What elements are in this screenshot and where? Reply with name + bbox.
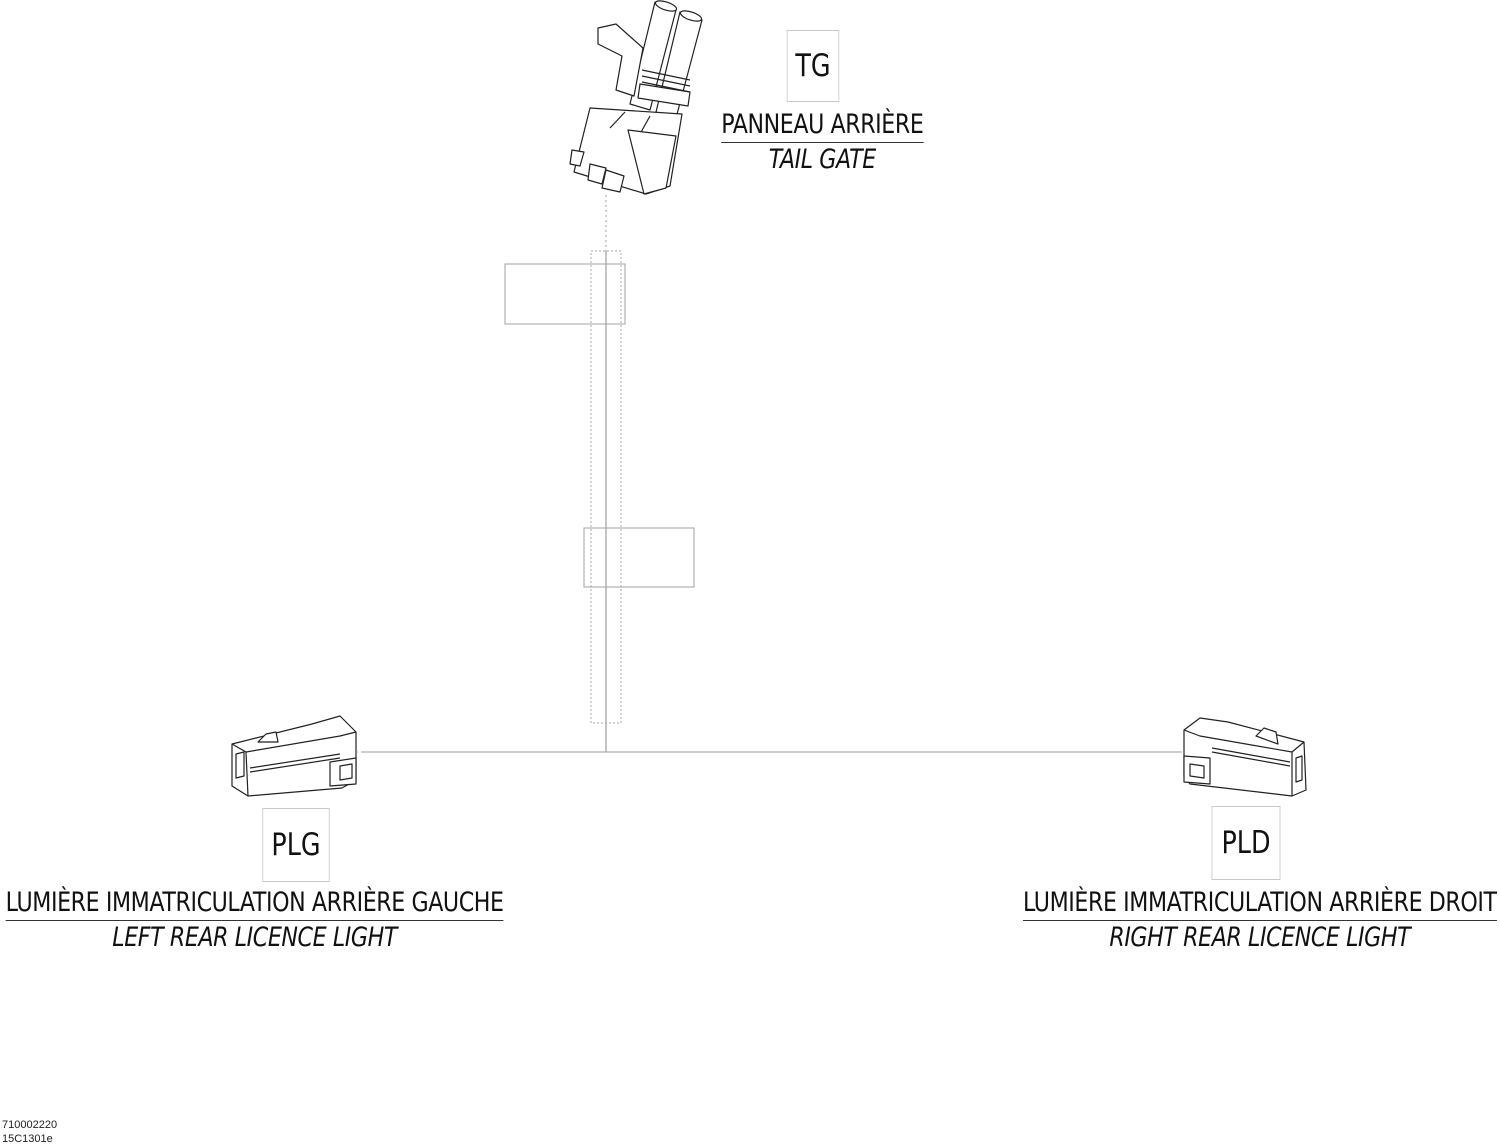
pld-label-en: RIGHT REAR LICENCE LIGHT — [1109, 922, 1411, 953]
tg-label-fr: PANNEAU ARRIÈRE — [720, 110, 924, 143]
wire-tag-lower — [583, 527, 695, 588]
pld-label: LUMIÈRE IMMATRICULATION ARRIÈRE DROIT RI… — [950, 888, 1500, 955]
plg-label-en: LEFT REAR LICENCE LIGHT — [112, 922, 398, 953]
tg-code-box: TG — [786, 30, 840, 102]
drawing-footer: 710002220 15C1301e — [2, 1118, 57, 1146]
tg-label-en: TAIL GATE — [768, 144, 876, 175]
plg-code: PLG — [271, 827, 321, 863]
wire-tag-upper — [504, 263, 626, 325]
left-licence-light-connector-icon — [231, 715, 357, 797]
pld-code: PLD — [1221, 825, 1271, 861]
part-number: 710002220 — [2, 1119, 58, 1131]
drawing-ref: 15C1301e — [2, 1133, 53, 1145]
tg-code: TG — [795, 48, 831, 84]
plg-code-box: PLG — [262, 808, 330, 882]
pld-code-box: PLD — [1211, 806, 1281, 880]
pld-label-fr: LUMIÈRE IMMATRICULATION ARRIÈRE DROIT — [1023, 888, 1497, 921]
sleeve-outline — [590, 250, 622, 724]
plg-label-fr: LUMIÈRE IMMATRICULATION ARRIÈRE GAUCHE — [6, 888, 504, 921]
tail-gate-connector-icon — [569, 0, 703, 195]
tg-label: PANNEAU ARRIÈRE TAIL GATE — [690, 110, 954, 177]
right-licence-light-connector-icon — [1183, 717, 1307, 797]
plg-label: LUMIÈRE IMMATRICULATION ARRIÈRE GAUCHE L… — [0, 888, 570, 955]
